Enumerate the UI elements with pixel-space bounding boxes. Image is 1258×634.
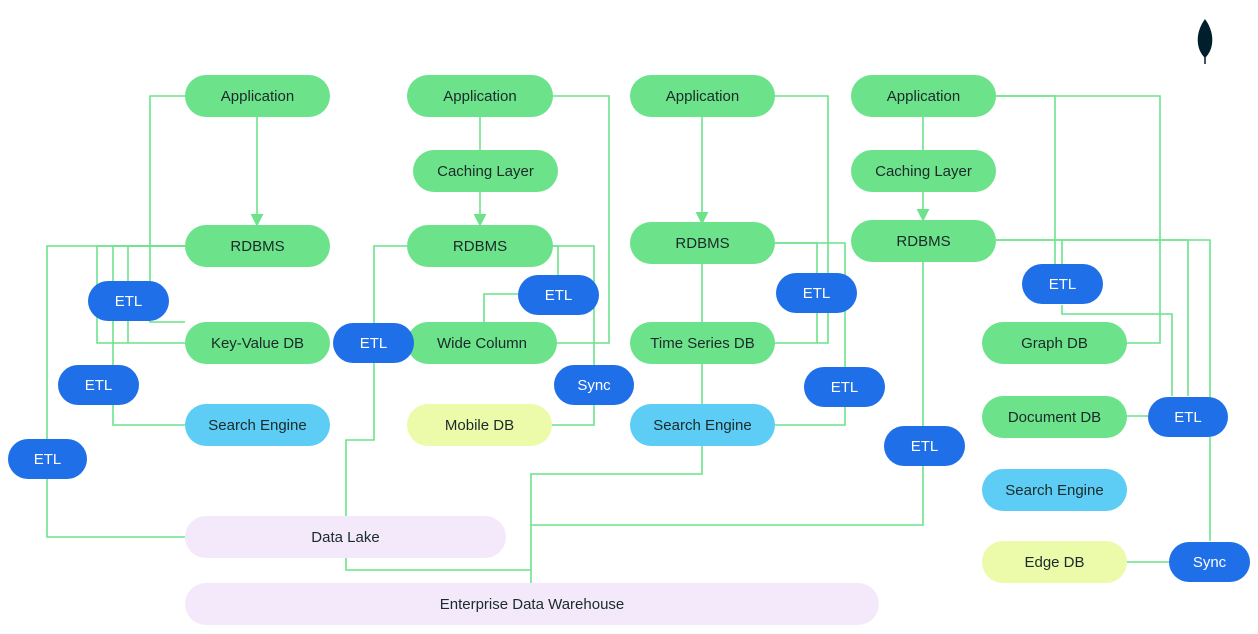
etl-node-3a[interactable]: ETL [776, 273, 857, 313]
time-series-db-node[interactable]: Time Series DB [630, 322, 775, 364]
enterprise-data-warehouse-node[interactable]: Enterprise Data Warehouse [185, 583, 879, 625]
etl-node-4b[interactable]: ETL [1148, 397, 1228, 437]
graph-etl [1061, 305, 1173, 396]
connector-group [46, 95, 1211, 583]
mobile-db-node[interactable]: Mobile DB [407, 404, 552, 446]
app1-left-to-etl [149, 95, 185, 323]
search-engine-node-3[interactable]: Search Engine [630, 404, 775, 446]
etl2-to-wide [483, 293, 518, 322]
rdbms2-to-sync [552, 245, 595, 426]
etl-node-4c[interactable]: ETL [884, 426, 965, 466]
etl-node-1a[interactable]: ETL [88, 281, 169, 321]
rdbms2-to-etl-left [345, 245, 531, 571]
data-lake-node[interactable]: Data Lake [185, 516, 506, 558]
application-node-3[interactable]: Application [630, 75, 775, 117]
sync-node-2[interactable]: Sync [554, 365, 634, 405]
rdbms1-to-etl-c [46, 245, 185, 538]
rdbms-node-1[interactable]: RDBMS [185, 225, 330, 267]
key-value-db-node[interactable]: Key-Value DB [185, 322, 330, 364]
rdbms-node-2[interactable]: RDBMS [407, 225, 553, 267]
search3-to-warehouse [530, 446, 703, 583]
app4-to-graph [996, 95, 1056, 264]
rdbms-node-3[interactable]: RDBMS [630, 222, 775, 264]
rdbms3-to-etl-b [775, 242, 846, 426]
app4-right [996, 95, 1161, 344]
search-engine-node-4[interactable]: Search Engine [982, 469, 1127, 511]
caching-layer-node-4[interactable]: Caching Layer [851, 150, 996, 192]
etl-node-1c[interactable]: ETL [8, 439, 87, 479]
application-node-2[interactable]: Application [407, 75, 553, 117]
wide-column-node[interactable]: Wide Column [407, 322, 557, 364]
app2-right-to-wide [529, 95, 610, 344]
etl-node-1b[interactable]: ETL [58, 365, 139, 405]
app3-right [775, 95, 829, 344]
etl-node-2b[interactable]: ETL [333, 323, 414, 363]
graph-db-node[interactable]: Graph DB [982, 322, 1127, 364]
rdbms2-to-etl [553, 245, 559, 275]
edge-db-node[interactable]: Edge DB [982, 541, 1127, 583]
etl-node-3b[interactable]: ETL [804, 367, 885, 407]
etl4-to-warehouse [531, 466, 924, 526]
search-engine-node-1[interactable]: Search Engine [185, 404, 330, 446]
leaf-icon [1197, 19, 1213, 64]
rdbms-node-4[interactable]: RDBMS [851, 220, 996, 262]
application-node-4[interactable]: Application [851, 75, 996, 117]
etl-node-4a[interactable]: ETL [1022, 264, 1103, 304]
application-node-1[interactable]: Application [185, 75, 330, 117]
document-db-node[interactable]: Document DB [982, 396, 1127, 438]
rdbms4-to-etl-c [996, 239, 1189, 396]
sync-node-4[interactable]: Sync [1169, 542, 1250, 582]
etl-node-2a[interactable]: ETL [518, 275, 599, 315]
caching-layer-node-2[interactable]: Caching Layer [413, 150, 558, 192]
